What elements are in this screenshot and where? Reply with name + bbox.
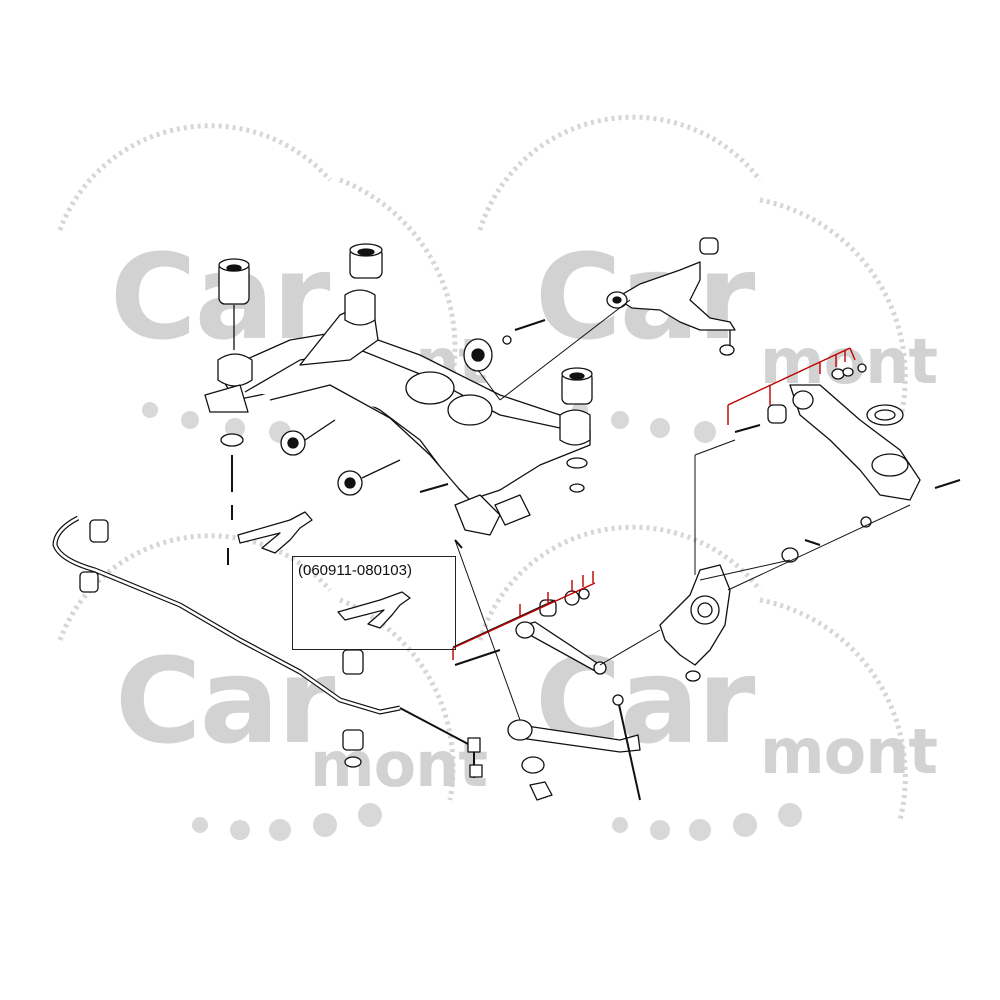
- knuckle: [659, 539, 821, 682]
- watermark-mont-3: mont: [310, 728, 488, 801]
- date-range-callout-label: (060911-080103): [298, 562, 412, 579]
- trailing-link: [507, 694, 641, 801]
- crossmember-small-bushings: [280, 319, 546, 496]
- watermark-mont-4: mont: [760, 715, 938, 788]
- stabilizer-bracket: [227, 505, 313, 565]
- watermark-car-3: Car: [115, 632, 335, 770]
- stabilizer-bracket-variant: [337, 591, 411, 629]
- highlight-lines: [452, 347, 856, 660]
- upper-arm: [606, 237, 736, 356]
- toe-control-link: [454, 588, 607, 675]
- crossmember-front-bushing-right: [344, 243, 383, 326]
- stabilizer-bushings: [342, 649, 364, 768]
- date-range-callout-box: [292, 556, 456, 650]
- stabilizer-bar: [52, 515, 401, 715]
- crossmember: [217, 299, 591, 536]
- leader-lines: [452, 299, 911, 721]
- crossmember-front-bushing-left: [204, 258, 253, 492]
- lower-arm: [734, 363, 961, 528]
- crossmember-rear-bushing: [559, 367, 593, 493]
- stabilizer-link: [399, 707, 483, 778]
